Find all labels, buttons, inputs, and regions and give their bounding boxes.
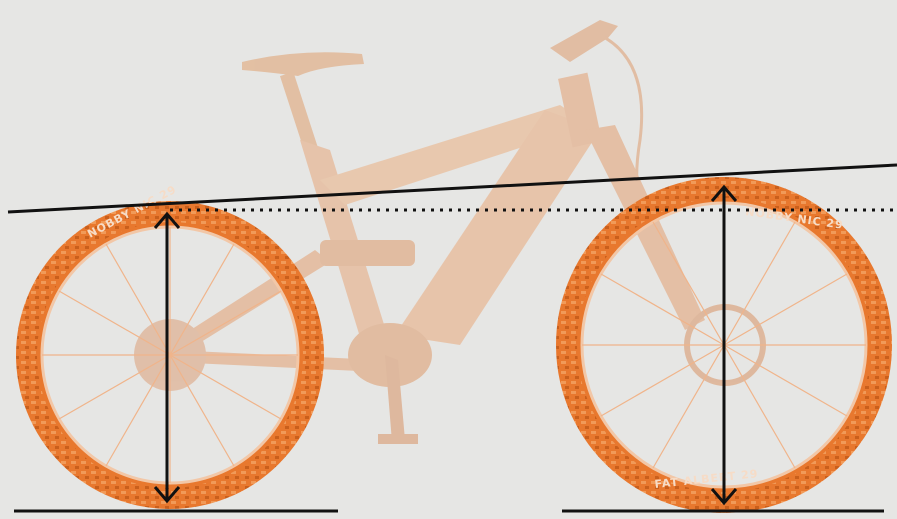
rear-shock: [320, 240, 415, 266]
pedal: [378, 434, 418, 444]
